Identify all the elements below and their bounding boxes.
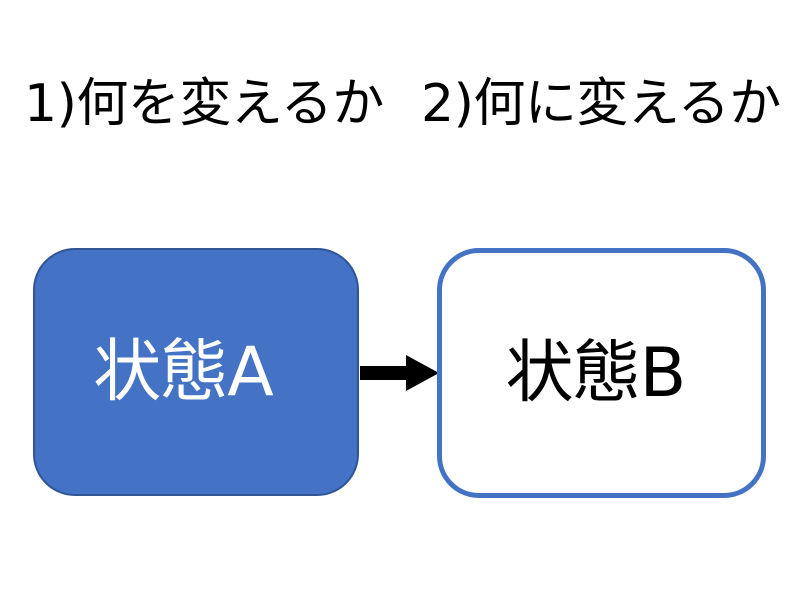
heading-what-to-change: 1)何を変えるか — [24, 74, 384, 134]
state-box-after-label: 状態B — [505, 334, 687, 413]
state-box-before-label: 状態A — [93, 333, 274, 412]
right-arrow-icon — [356, 352, 442, 394]
state-box-after: 状態B — [437, 248, 766, 498]
heading-what-to-change-into: 2)何に変えるか — [421, 74, 781, 134]
state-box-before: 状態A — [33, 248, 359, 496]
